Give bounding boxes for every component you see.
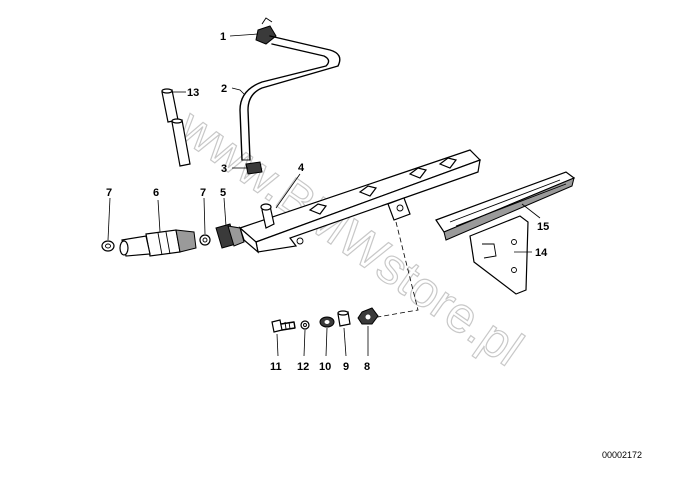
- hose-clip-part: [255, 17, 277, 45]
- callout-12: 12: [297, 361, 309, 373]
- callout-7-left: 7: [106, 187, 112, 199]
- callout-10: 10: [319, 361, 331, 373]
- callout-11: 11: [270, 361, 282, 373]
- bolt-part: [271, 319, 296, 333]
- callout-4: 4: [298, 162, 305, 174]
- leader-lines: [107, 33, 541, 357]
- bracket-plate-part: [469, 215, 529, 295]
- sleeve-part: [337, 310, 351, 327]
- callout-6: 6: [153, 187, 159, 199]
- hose-pieces-part: [161, 88, 191, 167]
- callout-3: 3: [221, 163, 227, 175]
- callout-7-right: 7: [200, 187, 206, 199]
- callout-9: 9: [343, 361, 349, 373]
- assembly-line: [371, 221, 419, 319]
- diagram-reference-number: 00002172: [602, 450, 642, 460]
- callout-8: 8: [364, 361, 370, 373]
- callout-15: 15: [537, 221, 549, 233]
- callout-14: 14: [535, 247, 548, 259]
- seal-ring-right-part: [199, 234, 211, 246]
- callout-5: 5: [220, 187, 226, 199]
- callout-1: 1: [220, 31, 226, 43]
- hose-clamp-part: [245, 161, 263, 175]
- spring-washer-part: [300, 320, 310, 330]
- cover-strip-part: [435, 171, 576, 241]
- washer-part: [319, 316, 335, 328]
- nut-part: [357, 307, 379, 325]
- callout-2: 2: [221, 83, 227, 95]
- seal-ring-left-part: [101, 240, 115, 252]
- injector-part: [119, 229, 197, 257]
- fuel-rail-part: [238, 149, 482, 254]
- injector-clip-part: [215, 223, 245, 249]
- fuel-hose-part: [239, 35, 341, 161]
- callout-13: 13: [187, 87, 199, 99]
